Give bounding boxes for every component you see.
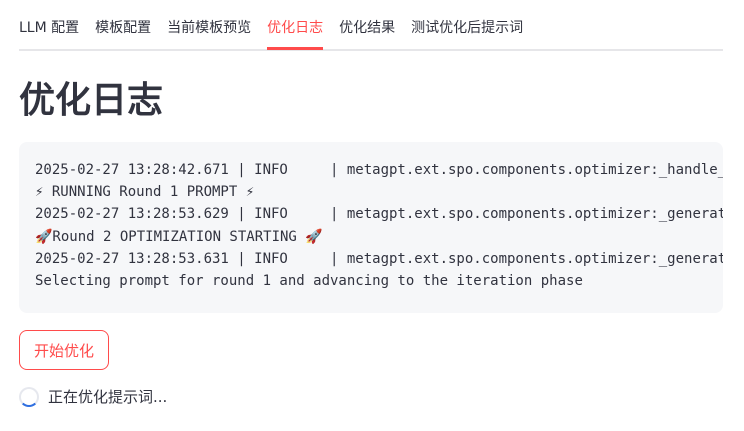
start-optimization-button[interactable]: 开始优化 xyxy=(19,330,109,370)
tab-test-prompt[interactable]: 测试优化后提示词 xyxy=(411,20,524,36)
log-line: 2025-02-27 13:28:53.629 | INFO | metagpt… xyxy=(35,206,723,223)
tab-bar: LLM 配置 模板配置 当前模板预览 优化日志 优化结果 测试优化后提示词 xyxy=(19,14,723,51)
tab-template-preview[interactable]: 当前模板预览 xyxy=(167,20,252,36)
tab-template-config[interactable]: 模板配置 xyxy=(95,20,152,36)
status-text: 正在优化提示词... xyxy=(48,388,168,406)
log-line: 🚀Round 2 OPTIMIZATION STARTING 🚀 xyxy=(35,228,323,245)
log-output[interactable]: 2025-02-27 13:28:42.671 | INFO | metagpt… xyxy=(19,142,723,313)
tab-optimization-log[interactable]: 优化日志 xyxy=(267,14,324,50)
log-line: 2025-02-27 13:28:53.631 | INFO | metagpt… xyxy=(35,250,723,267)
page-title: 优化日志 xyxy=(19,80,164,121)
spinner-icon xyxy=(19,386,39,407)
log-line: Selecting prompt for round 1 and advanci… xyxy=(35,273,583,290)
tab-optimization-result[interactable]: 优化结果 xyxy=(339,20,396,36)
log-line: ⚡ RUNNING Round 1 PROMPT ⚡ xyxy=(35,184,255,201)
status-indicator: 正在优化提示词... xyxy=(19,386,167,407)
log-line: 2025-02-27 13:28:42.671 | INFO | metagpt… xyxy=(35,162,723,178)
tab-llm-config[interactable]: LLM 配置 xyxy=(19,20,80,36)
